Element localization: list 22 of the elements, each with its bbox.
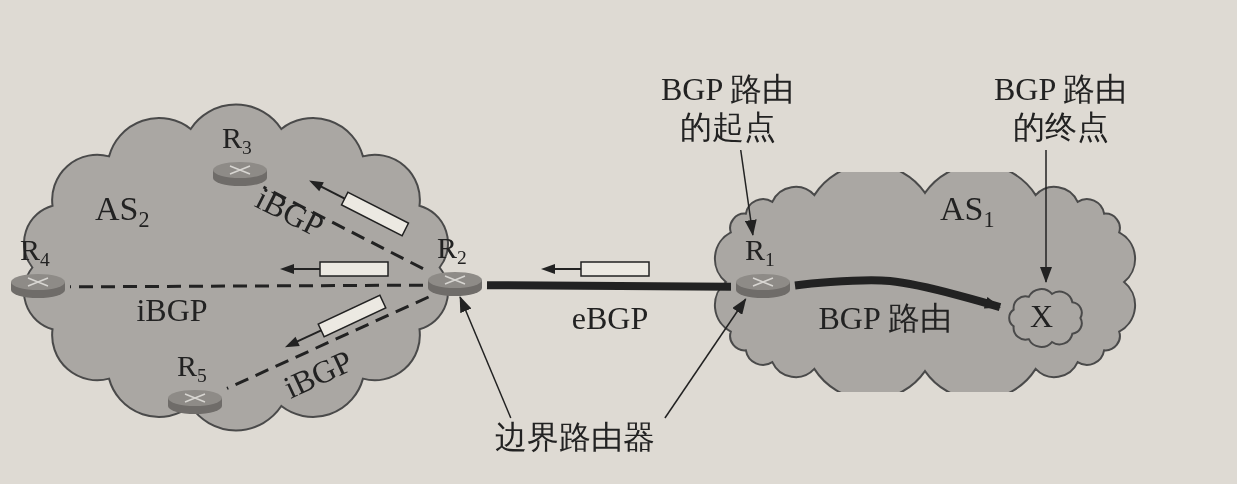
cloud-label: X: [1030, 300, 1054, 332]
dashed-connector: [70, 283, 423, 289]
router-label: R$_{3}$: [222, 123, 252, 158]
edge-label: iBGP: [279, 344, 357, 404]
leader-line: [1040, 149, 1052, 283]
leader-line: [664, 298, 747, 419]
dashed-connector: [226, 295, 430, 390]
cloud-label: AS$_{1}$: [940, 192, 995, 231]
edge-label: iBGP: [136, 294, 208, 326]
route-arrow: [794, 276, 1002, 311]
dashed-connector: [262, 185, 424, 270]
edge-label: eBGP: [571, 302, 649, 334]
leader-line: [739, 149, 757, 236]
connection-line: [486, 281, 732, 291]
annotation-text: 边界路由器: [470, 418, 680, 462]
leader-line: [459, 296, 512, 419]
annotation-text: BGP 路由的起点: [650, 70, 805, 150]
router-label: R$_{1}$: [745, 235, 775, 270]
annotation-text: BGP 路由的终点: [983, 70, 1138, 150]
edge-label: BGP 路由: [818, 302, 952, 334]
router-label: R$_{5}$: [177, 351, 207, 386]
cloud-label: AS$_{2}$: [95, 192, 150, 231]
